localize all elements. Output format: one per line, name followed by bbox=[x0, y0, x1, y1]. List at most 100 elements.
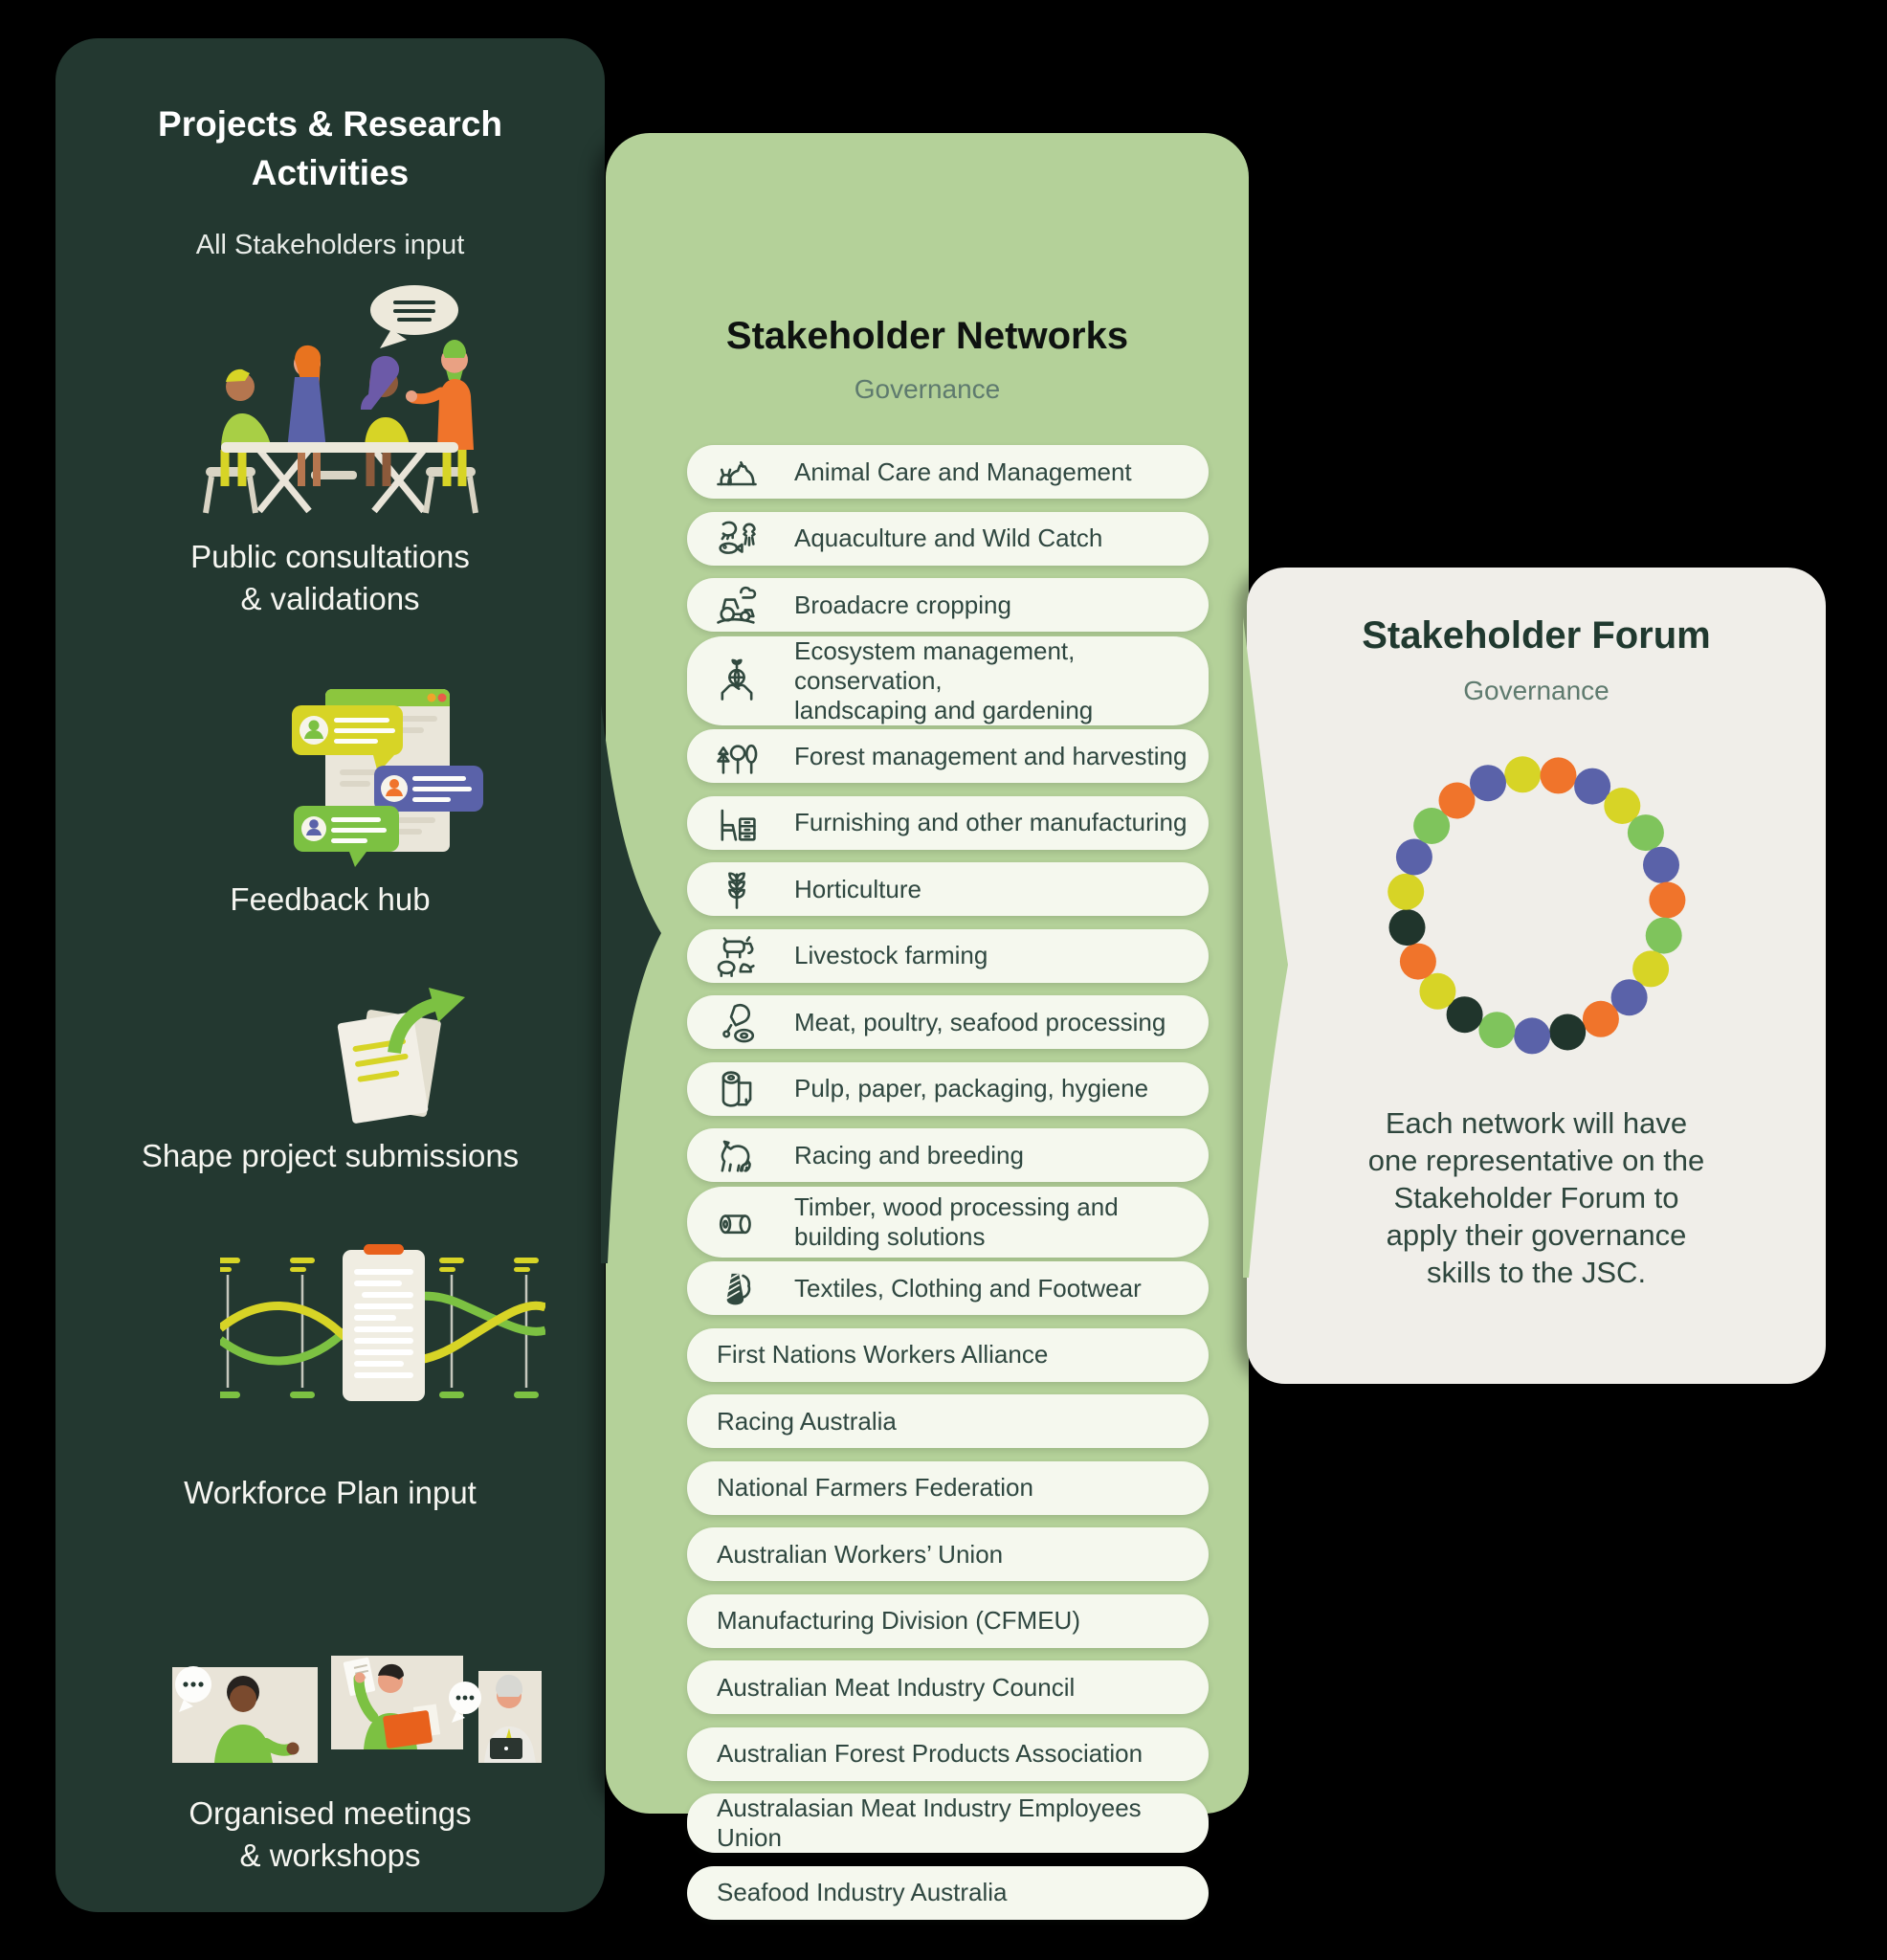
furniture-icon bbox=[710, 796, 764, 850]
wheat-icon bbox=[710, 862, 764, 916]
forum-dot-dark bbox=[1446, 996, 1483, 1034]
project-submission-illustration bbox=[337, 988, 465, 1124]
network-pill-label: Textiles, Clothing and Footwear bbox=[794, 1273, 1142, 1303]
caption-line: & validations bbox=[240, 581, 420, 616]
workforce-plan-illustration bbox=[220, 1244, 545, 1401]
forum-dot-dark bbox=[1549, 1013, 1587, 1051]
dog-icon bbox=[710, 445, 764, 499]
forum-dot-orange bbox=[1438, 782, 1476, 819]
projects-subtitle: All Stakeholders input bbox=[195, 230, 465, 260]
feedback-hub-illustration bbox=[292, 689, 483, 867]
hands-globe-icon bbox=[710, 654, 764, 707]
forum-body-line: one representative on the bbox=[1367, 1144, 1705, 1177]
network-pill: Timber, wood processing and building sol… bbox=[687, 1186, 1209, 1258]
forum-dot-green bbox=[1645, 917, 1682, 954]
activity-caption: Public consultations & validations bbox=[56, 536, 605, 620]
network-pill-label: Seafood Industry Australia bbox=[717, 1878, 1008, 1906]
network-pill: Racing Australia bbox=[687, 1394, 1209, 1448]
meat-icon bbox=[710, 995, 764, 1049]
networks-subtitle: Governance bbox=[854, 374, 1001, 404]
network-pill: Ecosystem management, conservation, land… bbox=[687, 635, 1209, 725]
network-pill: Forest management and harvesting bbox=[687, 729, 1209, 783]
network-pill: Horticulture bbox=[687, 862, 1209, 916]
forum-dot-yellow bbox=[1388, 873, 1425, 910]
network-pill-label: Animal Care and Management bbox=[794, 457, 1132, 486]
network-pill: National Farmers Federation bbox=[687, 1460, 1209, 1515]
network-pill-label: Ecosystem management, conservation, bbox=[794, 635, 1076, 695]
projects-title-line1: Projects & Research bbox=[158, 104, 502, 144]
activity-caption: Workforce Plan input bbox=[56, 1472, 605, 1514]
network-pill-label: Horticulture bbox=[794, 874, 921, 903]
network-pill-label: Manufacturing Division (CFMEU) bbox=[717, 1606, 1080, 1635]
forum-dot-orange bbox=[1540, 757, 1577, 794]
forum-subtitle: Governance bbox=[1463, 676, 1610, 705]
network-pill: Textiles, Clothing and Footwear bbox=[687, 1261, 1209, 1315]
projects-panel: Projects & Research Activities All Stake… bbox=[56, 38, 605, 1912]
network-pill: Australian Workers’ Union bbox=[687, 1527, 1209, 1581]
forum-dot-yellow bbox=[1632, 950, 1670, 988]
forum-body-line: apply their governance bbox=[1386, 1218, 1687, 1252]
network-pill-label: Forest management and harvesting bbox=[794, 741, 1188, 770]
forum-dot-green bbox=[1413, 808, 1451, 844]
network-pill-label-line2: landscaping and gardening bbox=[794, 695, 1094, 724]
network-pill: Seafood Industry Australia bbox=[687, 1865, 1209, 1920]
network-pill: Livestock farming bbox=[687, 928, 1209, 983]
caption-line: Feedback hub bbox=[230, 881, 431, 917]
network-pill-label: National Farmers Federation bbox=[717, 1473, 1033, 1502]
forum-dot-yellow bbox=[1604, 788, 1641, 824]
network-pill: Meat, poultry, seafood processing bbox=[687, 995, 1209, 1049]
network-pill-list: Animal Care and Management Aquaculture a… bbox=[687, 445, 1209, 1920]
paper-roll-icon bbox=[710, 1062, 764, 1116]
forum-panel: Stakeholder Forum Governance Each networ… bbox=[1247, 568, 1826, 1384]
forum-dot-blue bbox=[1395, 838, 1432, 876]
forum-body: Each network will have one representativ… bbox=[1247, 1104, 1826, 1291]
network-pill: Australian Forest Products Association bbox=[687, 1726, 1209, 1781]
network-pill: Animal Care and Management bbox=[687, 445, 1209, 499]
network-pill: Manufacturing Division (CFMEU) bbox=[687, 1593, 1209, 1648]
network-pill-label: Australasian Meat Industry Employees Uni… bbox=[717, 1793, 1142, 1852]
activity-caption: Feedback hub bbox=[56, 879, 605, 921]
caption-line: Workforce Plan input bbox=[184, 1475, 477, 1510]
network-pill: Australasian Meat Industry Employees Uni… bbox=[687, 1793, 1209, 1853]
forum-dot-blue bbox=[1610, 979, 1648, 1016]
network-pill-label: Aquaculture and Wild Catch bbox=[794, 523, 1103, 552]
people-meeting-illustration bbox=[203, 285, 478, 514]
network-pill-label: Meat, poultry, seafood processing bbox=[794, 1007, 1166, 1036]
projects-title: Projects & Research Activities bbox=[56, 100, 605, 197]
caption-line: Shape project submissions bbox=[141, 1138, 520, 1173]
forum-title: Stakeholder Forum bbox=[1362, 614, 1711, 657]
networks-panel: Stakeholder Networks Governance Animal C… bbox=[606, 133, 1249, 1920]
activity-caption: Shape project submissions bbox=[56, 1135, 605, 1177]
projects-title-line2: Activities bbox=[251, 153, 410, 192]
yarn-icon bbox=[710, 1261, 764, 1315]
caption-line: Public consultations bbox=[190, 539, 470, 574]
forum-dot-yellow bbox=[1504, 756, 1542, 793]
network-pill-label: Livestock farming bbox=[794, 941, 988, 969]
network-pill: Australian Meat Industry Council bbox=[687, 1660, 1209, 1714]
trees-icon bbox=[710, 729, 764, 783]
forum-dot-orange bbox=[1649, 881, 1686, 919]
network-pill-label: Pulp, paper, packaging, hygiene bbox=[794, 1074, 1149, 1102]
forum-dot-blue bbox=[1574, 768, 1611, 805]
network-pill-label: Racing and breeding bbox=[794, 1140, 1024, 1169]
forum-body-line: skills to the JSC. bbox=[1426, 1256, 1647, 1289]
forum-dot-orange bbox=[1582, 1000, 1619, 1037]
network-pill: First Nations Workers Alliance bbox=[687, 1327, 1209, 1382]
seafood-icon bbox=[710, 512, 764, 566]
tractor-icon bbox=[710, 578, 764, 632]
horse-icon bbox=[710, 1128, 764, 1182]
network-pill-label-line2: building solutions bbox=[794, 1221, 986, 1251]
forum-dot-blue bbox=[1470, 765, 1506, 802]
network-pill-label: Furnishing and other manufacturing bbox=[794, 808, 1188, 836]
network-pill-label: Broadacre cropping bbox=[794, 590, 1011, 619]
caption-line: Organised meetings bbox=[189, 1795, 472, 1831]
forum-dot-orange bbox=[1399, 943, 1436, 980]
networks-title: Stakeholder Networks bbox=[725, 315, 1129, 357]
network-pill-label: Australian Forest Products Association bbox=[717, 1739, 1143, 1768]
network-pill-label: Timber, wood processing and bbox=[794, 1192, 1119, 1221]
network-pill: Aquaculture and Wild Catch bbox=[687, 511, 1209, 566]
forum-dot-blue bbox=[1514, 1017, 1551, 1055]
forum-dot-dark bbox=[1388, 909, 1426, 947]
forum-dots bbox=[1388, 756, 1686, 1055]
